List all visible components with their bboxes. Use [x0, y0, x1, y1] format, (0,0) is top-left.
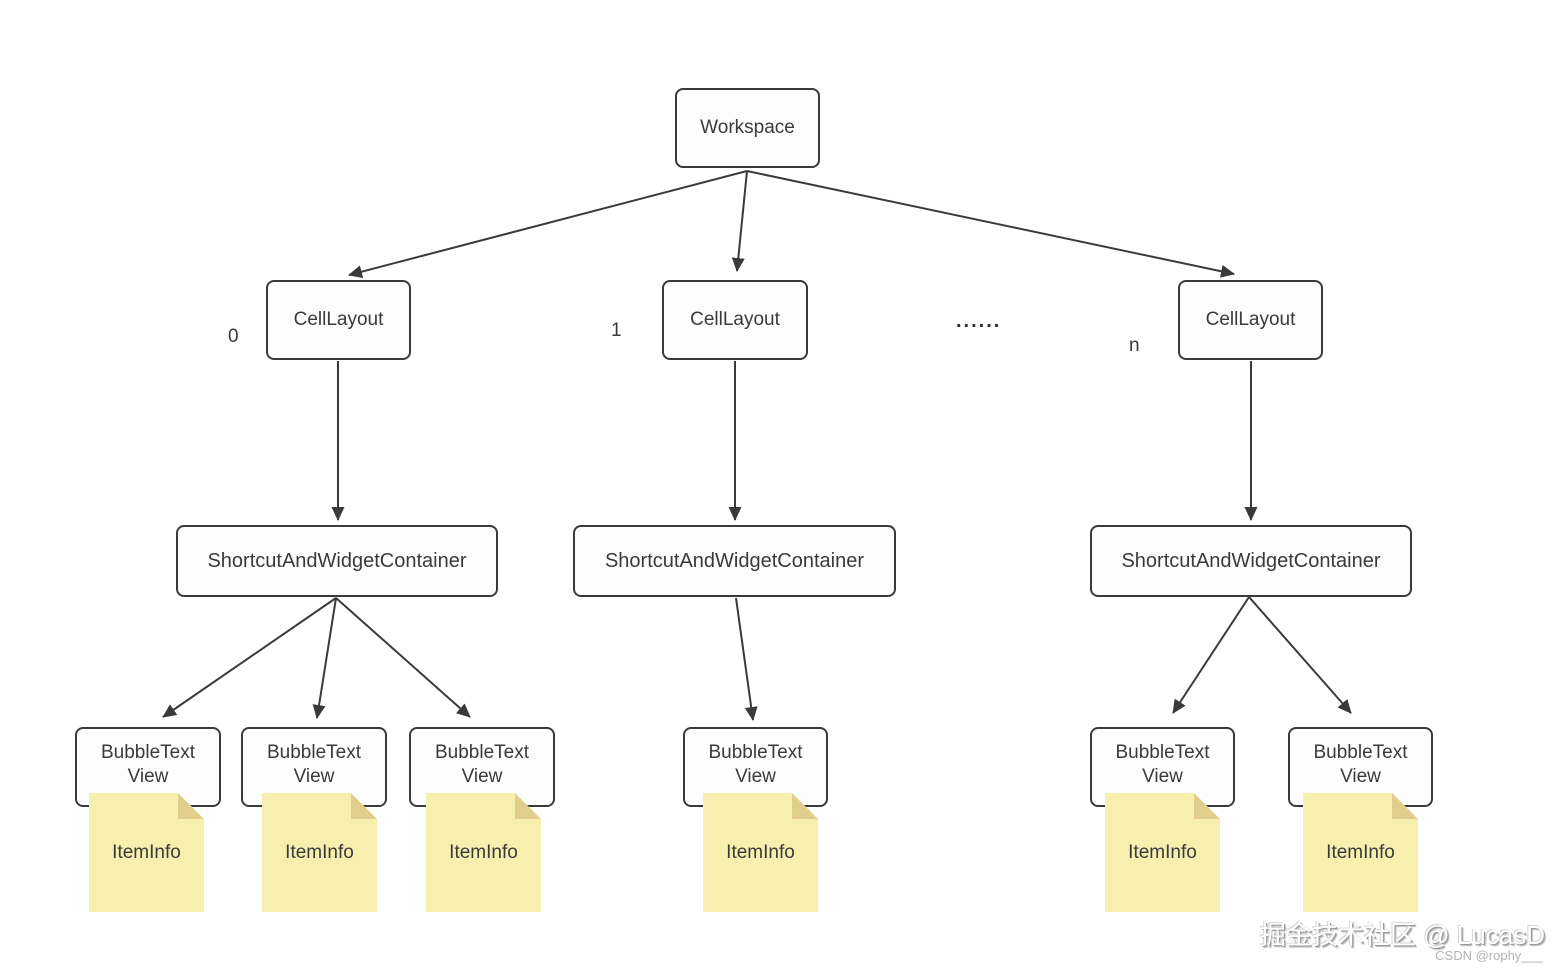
edge-workspace-celllayout-1 [731, 170, 748, 272]
iteminfo-note-4-label: ItemInfo [1128, 841, 1197, 863]
iteminfo-note-5-label: ItemInfo [1326, 841, 1395, 863]
edge-workspace-celllayout-n [746, 170, 1235, 278]
edge-workspace-celllayout-0 [348, 170, 748, 279]
iteminfo-note-1-label: ItemInfo [285, 841, 354, 863]
iteminfo-note-5: ItemInfo [1303, 793, 1418, 912]
celllayout-index-n: n [1129, 335, 1140, 356]
celllayout-ellipsis: ...... [956, 310, 1002, 332]
iteminfo-note-2: ItemInfo [426, 793, 541, 912]
node-container-0-label: ShortcutAndWidgetContainer [207, 549, 467, 572]
node-bubbletextview-0-label: BubbleText View [100, 742, 195, 787]
node-container-1-label: ShortcutAndWidgetContainer [604, 549, 865, 572]
node-container-1: ShortcutAndWidgetContainer [573, 525, 896, 597]
edge-container0-btv2 [335, 597, 471, 718]
node-workspace-label: Workspace [700, 117, 795, 139]
edge-container1-btv3 [735, 597, 758, 721]
watermark-juejin: 掘金技术社区 @ LucasD [1260, 920, 1545, 950]
iteminfo-note-0-label: ItemInfo [112, 841, 181, 863]
node-container-0: ShortcutAndWidgetContainer [176, 525, 498, 597]
edge-container0-btv0 [162, 597, 337, 718]
iteminfo-note-2-label: ItemInfo [449, 841, 518, 863]
node-bubbletextview-2-label: BubbleText View [434, 742, 529, 787]
node-workspace: Workspace [675, 88, 820, 168]
edge-container2-btv5 [1248, 596, 1352, 714]
node-bubbletextview-5-label: BubbleText View [1313, 742, 1408, 787]
node-celllayout-n: CellLayout [1178, 280, 1323, 360]
node-bubbletextview-4-label: BubbleText View [1115, 742, 1210, 787]
iteminfo-note-4: ItemInfo [1105, 793, 1220, 912]
node-bubbletextview-3-label: BubbleText View [708, 742, 803, 787]
iteminfo-note-3: ItemInfo [703, 793, 818, 912]
iteminfo-note-3-label: ItemInfo [726, 841, 795, 863]
node-celllayout-1: CellLayout [662, 280, 808, 360]
watermark-csdn: CSDN @rophy___ [1435, 948, 1543, 963]
node-celllayout-0-label: CellLayout [293, 309, 384, 331]
node-celllayout-1-label: CellLayout [690, 309, 780, 331]
node-container-2-label: ShortcutAndWidgetContainer [1121, 549, 1381, 572]
edge-container0-btv1 [312, 597, 337, 719]
node-celllayout-0: CellLayout [266, 280, 411, 360]
celllayout-index-0: 0 [228, 326, 239, 347]
node-bubbletextview-1-label: BubbleText View [266, 742, 361, 787]
edge-container2-btv4 [1172, 596, 1250, 714]
node-celllayout-n-label: CellLayout [1205, 309, 1296, 331]
celllayout-index-1: 1 [611, 320, 622, 341]
node-container-2: ShortcutAndWidgetContainer [1090, 525, 1412, 597]
iteminfo-note-0: ItemInfo [89, 793, 204, 912]
iteminfo-note-1: ItemInfo [262, 793, 377, 912]
